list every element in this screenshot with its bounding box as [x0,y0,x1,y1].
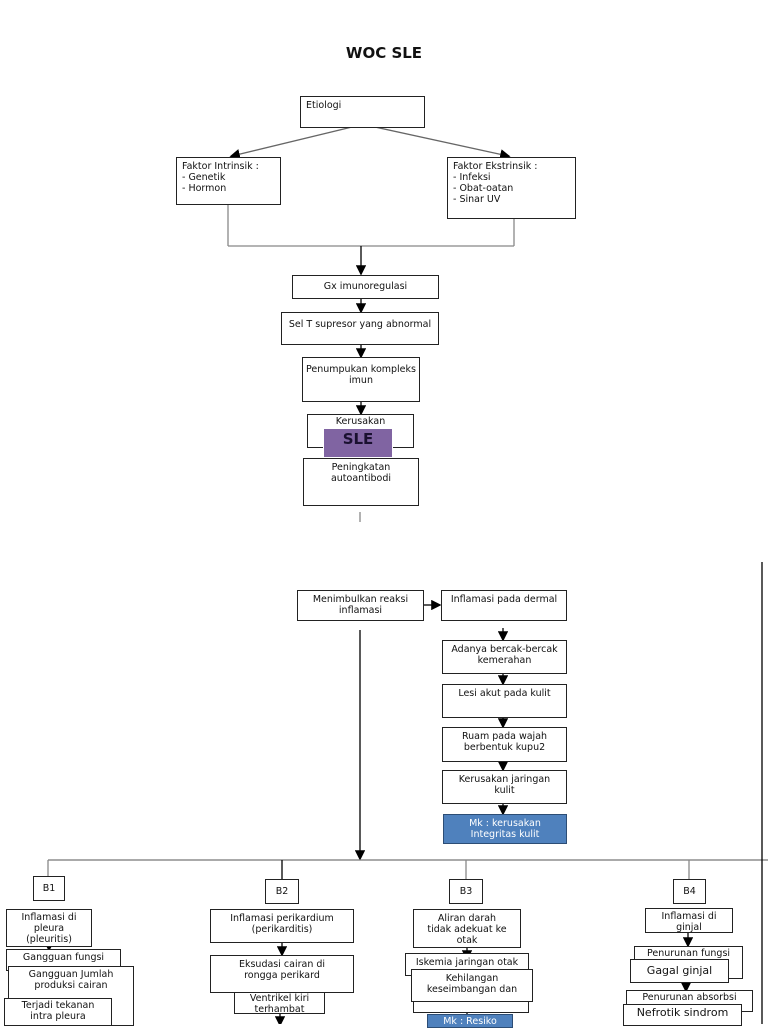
faktor-intrinsik-box: Faktor Intrinsik : - Genetik- Hormon [176,157,281,205]
b2-eksudasi: Eksudasi cairan di rongga perikard [210,955,354,993]
b2-label: B2 [265,879,299,904]
ekstrinsik-heading: Faktor Ekstrinsik : [453,161,538,172]
ruam-box: Ruam pada wajah berbentuk kupu2 [442,727,567,762]
b1-inflamasi-pleura: Inflamasi di pleura (pleuritis) [6,909,92,947]
intrinsik-heading: Faktor Intrinsik : [182,161,259,172]
b2-ventrikel-kiri: Ventrikel kiri terhambat [234,990,325,1014]
b4-nefrotik-sindrom: Nefrotik sindrom [623,1004,742,1026]
kerusakan-kulit-box: Kerusakan jaringan kulit [442,770,567,804]
mk-integritas-kulit-box: Mk : kerusakan Integritas kulit [443,814,567,844]
b4-label: B4 [673,879,706,904]
b3-label: B3 [449,879,483,904]
sel-t-box: Sel T supresor yang abnormal [281,312,439,345]
b3-kehilangan: Kehilangan keseimbangan dan [411,969,533,1002]
b3-mk-box: Mk : Resiko [427,1014,513,1028]
lesi-box: Lesi akut pada kulit [442,684,567,718]
b4-gagal-ginjal: Gagal ginjal [630,959,729,983]
ekstrinsik-item: - Sinar UV [453,194,501,205]
b1-label: B1 [33,876,65,901]
page-title: WOC SLE [345,44,423,62]
reaksi-inflamasi-box: Menimbulkan reaksi inflamasi [297,590,424,621]
faktor-ekstrinsik-box: Faktor Ekstrinsik : - Infeksi- Obat-oata… [447,157,576,219]
penumpukan-box: Penumpukan kompleks imun [302,357,420,402]
intrinsik-item: - Hormon [182,183,227,194]
gx-imunoregulasi-box: Gx imunoregulasi [292,275,439,299]
b1-tekanan-pleura: Terjadi tekanan intra pleura [4,998,112,1026]
bercak-box: Adanya bercak-bercak kemerahan [442,640,567,674]
b3-aliran-darah: Aliran darah tidak adekuat ke otak [413,909,521,948]
intrinsik-item: - Genetik [182,172,226,183]
b2-inflamasi-perikardium: Inflamasi perikardium (perikarditis) [210,909,354,943]
etiologi-box: Etiologi [300,96,425,128]
sle-box: SLE [323,428,393,458]
ekstrinsik-item: - Obat-oatan [453,183,514,194]
b4-inflamasi-ginjal: Inflamasi di ginjal [645,908,733,933]
peningkatan-box: Peningkatan autoantibodi [303,458,419,506]
ekstrinsik-item: - Infeksi [453,172,491,183]
inflamasi-dermal-box: Inflamasi pada dermal [441,590,567,621]
